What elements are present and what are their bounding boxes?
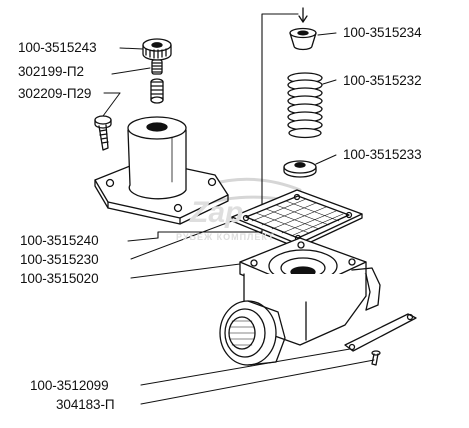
side-screw-part (94, 115, 112, 151)
set-screw-part (151, 59, 163, 75)
cover-part (94, 116, 229, 225)
label-valve-cap: 100-3515234 (343, 25, 422, 40)
cap-part (142, 38, 172, 61)
label-small-screw: 304183-П (56, 397, 115, 412)
mount-screw-part (150, 78, 164, 104)
watermark-logo: Zap (190, 196, 244, 229)
label-filter-gasket: 100-3515230 (20, 252, 99, 267)
watermark-caption: РУБЕЖ КОМПЛЕКТ (176, 232, 275, 242)
valve-body-part (219, 237, 381, 366)
assembly-bracket-line (157, 13, 299, 239)
spring-part (287, 72, 323, 139)
label-cap: 100-3515243 (18, 40, 97, 55)
label-valve-body: 100-3515020 (20, 271, 99, 286)
label-mount-screw: 302209-П29 (18, 86, 92, 101)
label-spring: 100-3515232 (343, 73, 422, 88)
valve-cap-part (289, 7, 317, 51)
label-bracket: 100-3512099 (30, 378, 109, 393)
small-screw-part (371, 350, 381, 366)
label-set-screw: 302199-П2 (18, 64, 84, 79)
label-washer: 100-3515233 (343, 147, 422, 162)
label-cover: 100-3515240 (20, 233, 99, 248)
bracket-part (344, 313, 417, 352)
leader-lines (102, 32, 375, 405)
washer-part (283, 160, 317, 178)
